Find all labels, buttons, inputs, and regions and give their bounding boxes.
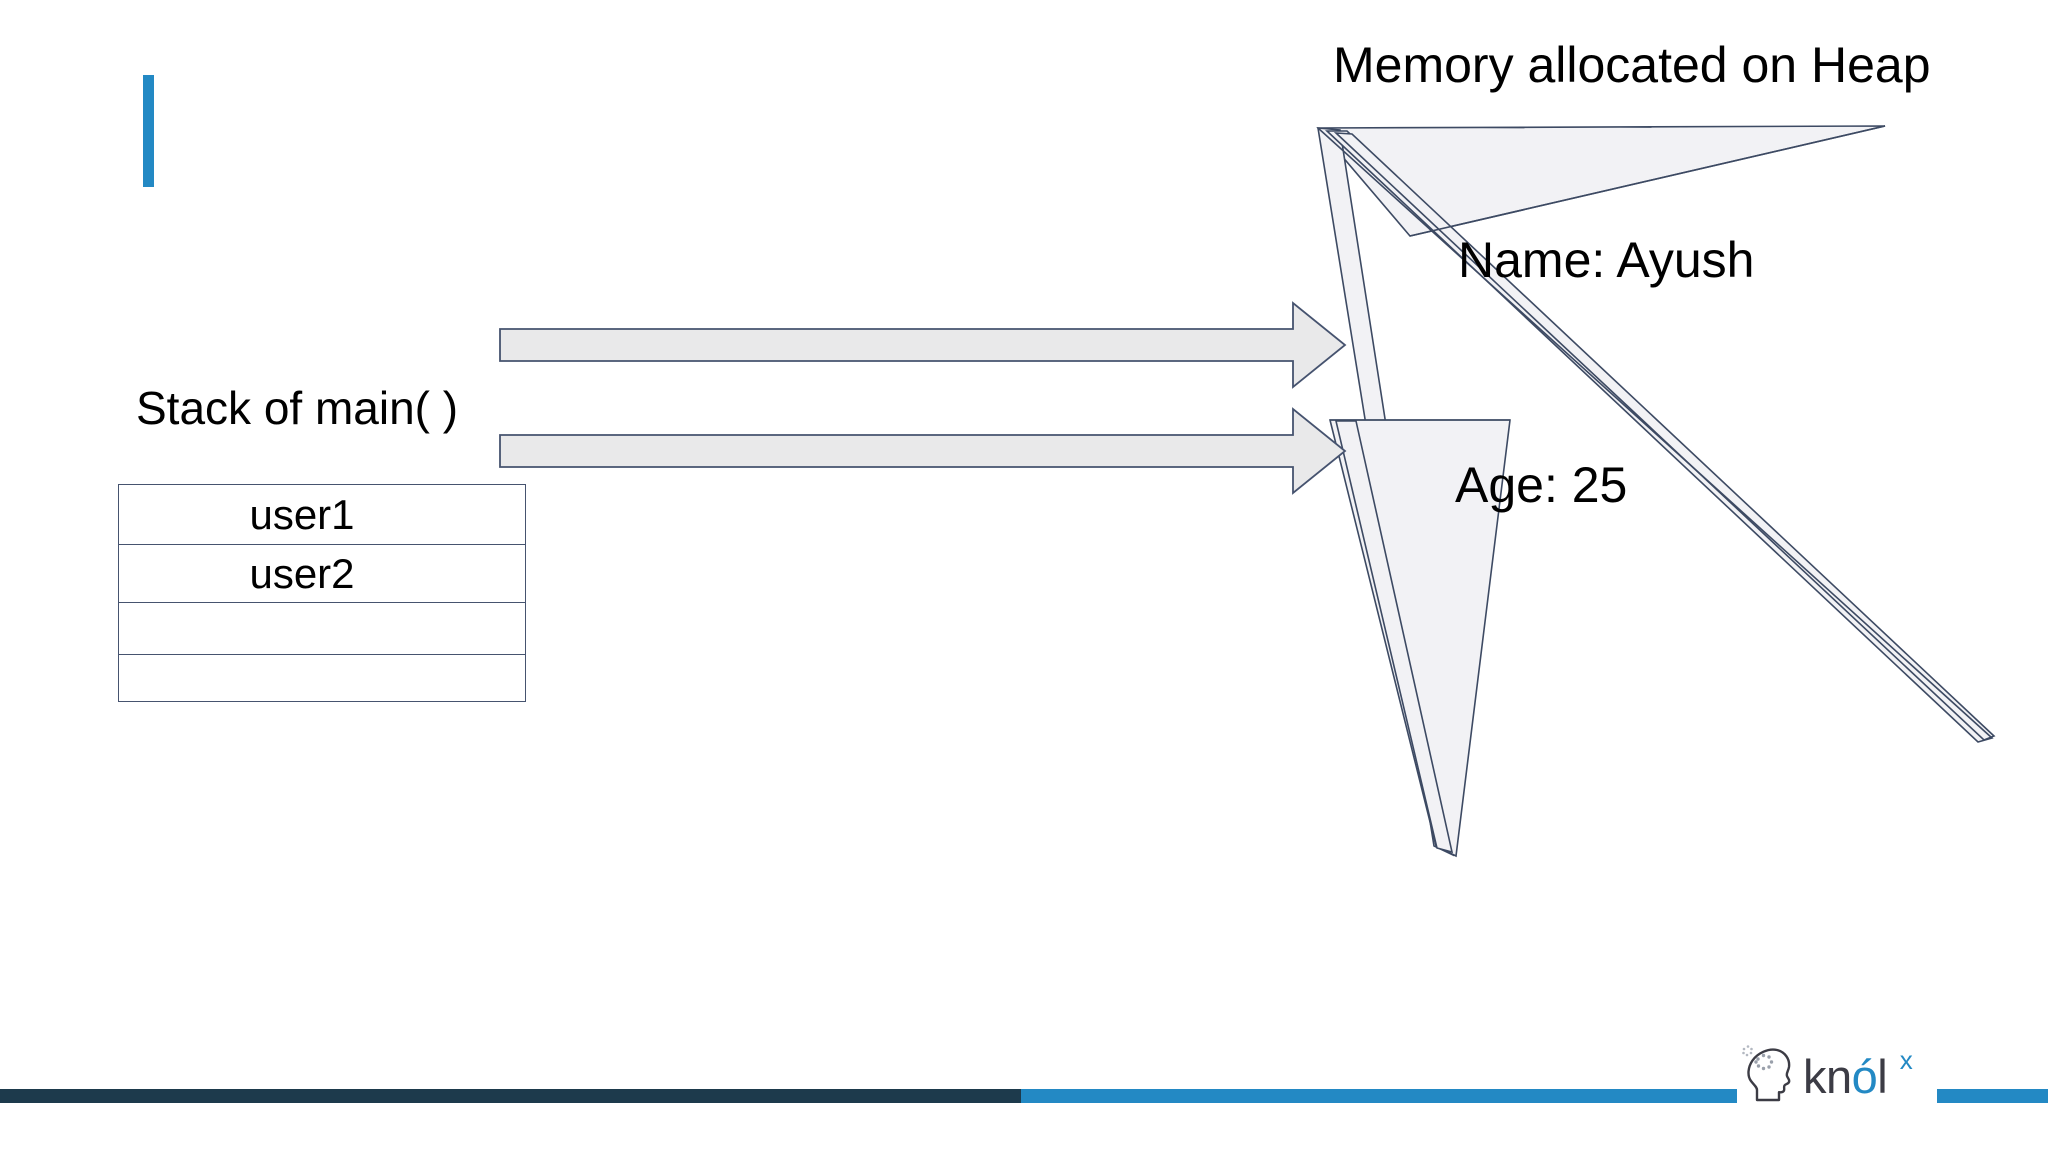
stack-cell-user2: user2 [249, 549, 355, 597]
table-row [119, 603, 525, 655]
knolx-head-icon [1742, 1045, 1791, 1102]
heap-field-name: Name: Ayush [1458, 232, 1755, 288]
stack-table: user1 user2 [118, 484, 526, 702]
heap-shape-upper-triangle [1316, 125, 1886, 237]
table-row [119, 655, 525, 701]
heap-shape-diagonal-sliver [1324, 130, 1994, 743]
table-row: user1 [119, 485, 525, 545]
arrow-user2-to-heap [499, 407, 1347, 495]
heap-shape-vertical-sliver [1334, 420, 1454, 854]
stack-title: Stack of main( ) [136, 382, 459, 434]
arrow-group [499, 301, 1347, 495]
heap-line-b [1409, 125, 1886, 237]
heap-field-age: Age: 25 [1455, 457, 1628, 513]
stack-cell-user1: user1 [249, 490, 355, 538]
logo-text-l: l [1877, 1049, 1888, 1103]
heap-crossing-lines [1317, 125, 1993, 739]
arrow-user1-to-heap [499, 301, 1347, 389]
table-row: user2 [119, 545, 525, 603]
logo-superscript-x: x [1899, 1044, 1913, 1075]
heap-line-a [1317, 127, 1993, 739]
footer-bar-dark [0, 1089, 1021, 1103]
heap-shape-diagonal-sliver-2 [1333, 132, 1996, 741]
heap-title: Memory allocated on Heap [1333, 37, 1931, 93]
accent-bar [143, 75, 154, 187]
logo-text-kn: kn [1803, 1049, 1852, 1103]
logo-text-o: ó [1851, 1049, 1878, 1103]
heap-shape-left-wedge [1317, 127, 1455, 857]
